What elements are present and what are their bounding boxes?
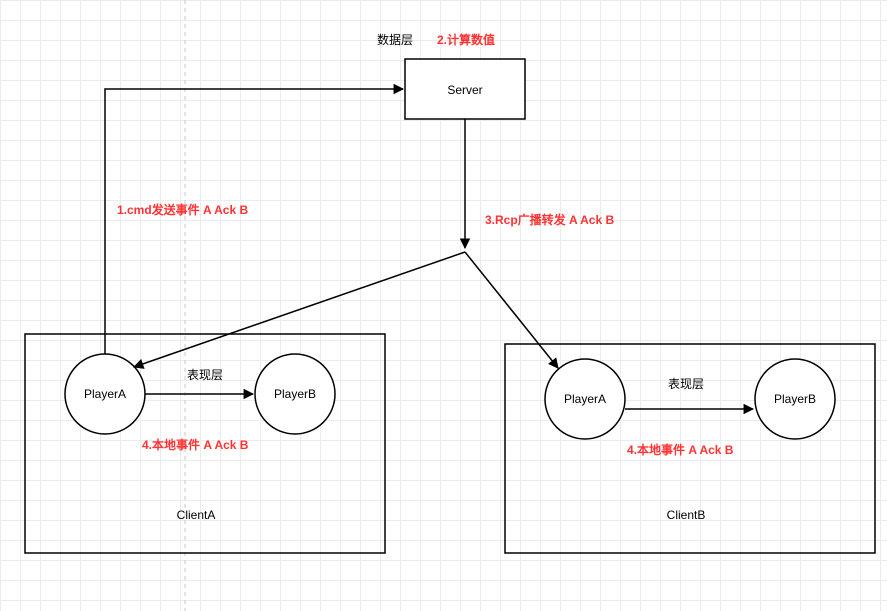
edge-broadcast-to-client-a xyxy=(133,251,466,369)
client-b-player-a-label: PlayerA xyxy=(564,392,606,406)
client-b-player-a-node xyxy=(544,358,626,440)
client-a-local-event-label: 4.本地事件 A Ack B xyxy=(142,437,249,452)
client-a-player-a-label: PlayerA xyxy=(84,387,126,401)
cmd-step-label: 1.cmd发送事件 A Ack B xyxy=(117,202,248,217)
client-a-label: ClientA xyxy=(177,508,216,522)
rpc-step-label: 3.Rcp广播转发 A Ack B xyxy=(485,212,614,227)
edge-cmd-to-server xyxy=(104,83,405,354)
server-label: Server xyxy=(447,83,482,97)
client-b-label: ClientB xyxy=(667,508,706,522)
client-b-local-event-label: 4.本地事件 A Ack B xyxy=(627,442,734,457)
client-a-player-b-label: PlayerB xyxy=(274,387,316,401)
client-b-presentation-label: 表现层 xyxy=(668,377,704,391)
client-b-player-b-label: PlayerB xyxy=(774,392,816,406)
client-a-box xyxy=(24,333,386,554)
client-a-presentation-label: 表现层 xyxy=(187,368,223,382)
compute-step-label: 2.计算数值 xyxy=(437,32,495,47)
data-layer-label: 数据层 xyxy=(377,32,413,47)
client-a-player-b-node xyxy=(254,353,336,435)
edge-broadcast-to-client-b xyxy=(464,251,559,369)
client-b-box xyxy=(504,343,876,554)
client-b-player-b-node xyxy=(754,358,836,440)
